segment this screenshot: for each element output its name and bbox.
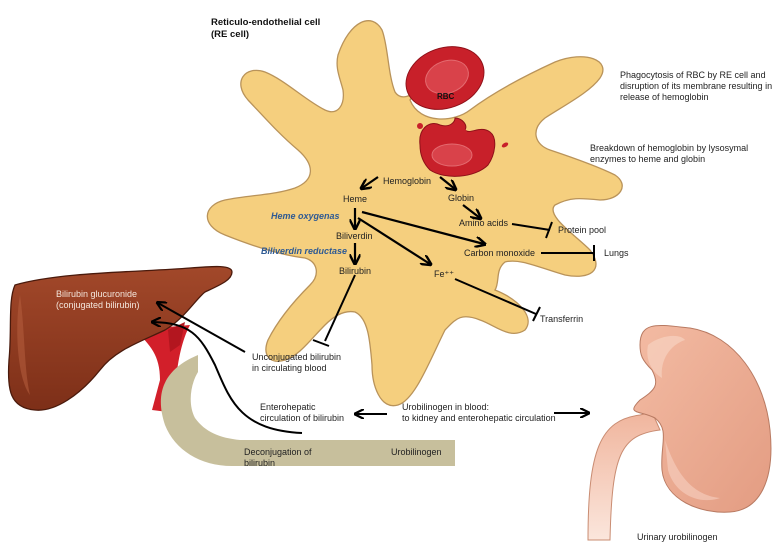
label-line: in circulating blood <box>252 363 327 373</box>
line-bilirubin-blood <box>324 274 356 342</box>
label-lungs: Lungs <box>604 248 629 258</box>
fragment <box>417 123 423 129</box>
line-aminoacids-proteinpool <box>511 223 551 231</box>
label-enterohepatic: Enterohepatic circulation of bilirubin <box>260 402 344 424</box>
arrow-heme-fe <box>357 217 430 264</box>
label-line: circulation of bilirubin <box>260 413 345 423</box>
re-cell-body <box>206 20 623 407</box>
annotation-line: Breakdown of hemoglobin by lysosymal <box>590 143 749 153</box>
pathway-arrows <box>355 176 484 264</box>
arrow-globin-aminoacids <box>462 204 480 218</box>
bar-blood <box>312 339 330 347</box>
hepatic-vessel-branch <box>168 322 185 352</box>
label-line: to kidney and enterohepatic circulation <box>402 413 556 423</box>
kidney <box>587 325 772 541</box>
annotation-line: Phagocytosis of RBC by RE cell and <box>620 70 766 80</box>
label-urobilinogen-intestine: Urobilinogen <box>391 447 442 457</box>
intestine-tube <box>160 355 455 466</box>
rbc-label: RBC <box>437 92 455 101</box>
phagocytosis-annotation: Phagocytosis of RBC by RE cell and disru… <box>620 70 772 103</box>
liver-body <box>7 265 233 411</box>
fragment <box>444 127 450 133</box>
liver-label-line2: (conjugated bilirubin) <box>56 300 140 310</box>
rbc-inner <box>425 59 469 95</box>
fragment <box>429 127 435 135</box>
label-biliverdin-reductase: Biliverdin reductase <box>261 246 348 256</box>
label-heme-oxygenase: Heme oxygenas <box>271 211 340 221</box>
label-amino-acids: Amino acids <box>459 218 509 228</box>
label-iron: Fe⁺⁺ <box>434 269 455 279</box>
label-unconjugated-bilirubin: Unconjugated bilirubin in circulating bl… <box>252 352 341 374</box>
label-transferrin: Transferrin <box>540 314 584 324</box>
re-cell-title-line1: Reticulo-endothelial cell <box>211 17 321 28</box>
fragment <box>463 129 467 137</box>
re-cell-title: Reticulo-endothelial cell (RE cell) <box>211 17 320 41</box>
re-cell <box>206 20 623 407</box>
label-line: Deconjugation of <box>244 447 312 457</box>
label-urobilinogen-blood: Urobilinogen in blood: to kidney and ent… <box>402 402 556 424</box>
circulation-arrows <box>153 303 588 434</box>
label-deconjugation: Deconjugation of bilirubin <box>244 447 312 469</box>
fragment <box>501 142 509 148</box>
intestine <box>160 355 455 466</box>
ureter <box>587 411 661 541</box>
arrow-hemoglobin-globin <box>439 176 455 189</box>
label-hemoglobin: Hemoglobin <box>383 176 432 186</box>
fragment <box>477 136 483 142</box>
arrow-hemoglobin-heme <box>362 176 379 188</box>
re-cell-title-line2: (RE cell) <box>211 29 250 40</box>
label-line: Urobilinogen in blood: <box>402 402 490 412</box>
label-line: Enterohepatic <box>260 402 316 412</box>
disrupted-rbc <box>417 117 509 177</box>
bar-transferrin <box>532 306 541 322</box>
arrow-heme-co <box>361 210 484 244</box>
liver-label: Bilirubin glucuronide (conjugated biliru… <box>56 289 140 311</box>
annotation-line: enzymes to heme and globin <box>590 154 706 164</box>
rbc <box>405 46 485 110</box>
breakdown-annotation: Breakdown of hemoglobin by lysosymal enz… <box>590 143 748 165</box>
label-protein-pool: Protein pool <box>558 225 607 235</box>
bar-proteinpool <box>545 221 553 239</box>
label-carbon-monoxide: Carbon monoxide <box>464 248 536 258</box>
disrupted-rbc-inner <box>431 143 473 167</box>
kidney-highlight <box>647 335 685 378</box>
label-globin: Globin <box>448 193 475 203</box>
liver-label-line1: Bilirubin glucuronide <box>56 289 138 299</box>
liver <box>7 265 233 412</box>
label-biliverdin: Biliverdin <box>336 231 373 241</box>
arrow-enterohepatic-liver <box>153 322 303 434</box>
transport-lines <box>312 221 595 347</box>
liver-highlight <box>17 295 30 395</box>
label-heme: Heme <box>343 194 368 204</box>
annotation-line: release of hemoglobin <box>620 92 709 102</box>
label-urinary-urobilinogen: Urinary urobilinogen <box>637 532 718 542</box>
label-bilirubin: Bilirubin <box>339 266 372 276</box>
label-line: Unconjugated bilirubin <box>252 352 342 362</box>
label-line: bilirubin <box>244 458 276 468</box>
line-fe-transferrin <box>454 278 537 315</box>
kidney-highlight-lower <box>665 440 720 501</box>
arrow-unconjugated-liver <box>158 303 246 353</box>
annotation-line: disruption of its membrane resulting in <box>620 81 773 91</box>
